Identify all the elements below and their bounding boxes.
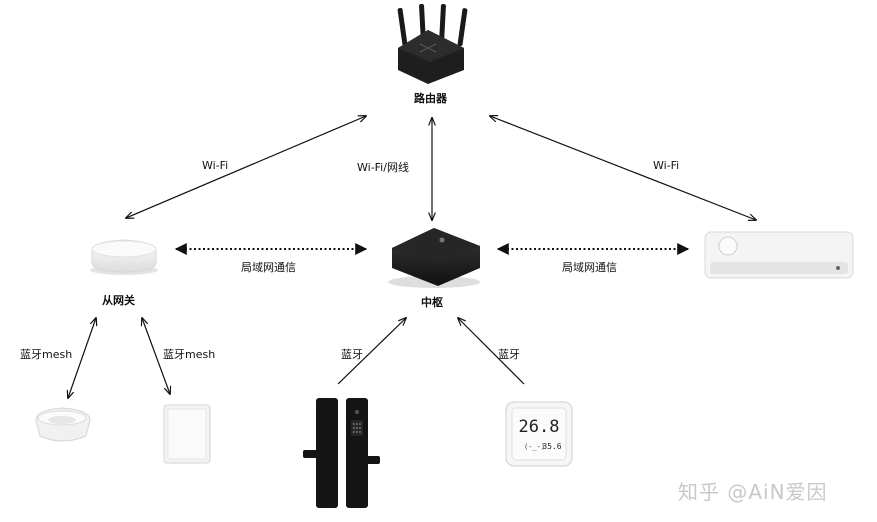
door-lock-icon (303, 398, 380, 508)
router-label: 路由器 (414, 92, 447, 105)
edge-lock-hub (337, 318, 406, 385)
air-conditioner-icon (704, 231, 854, 279)
edge-label-hub-subgateway: 局域网通信 (241, 261, 296, 274)
wall-switch-icon (163, 404, 211, 464)
edge-sensor-hub (458, 318, 525, 385)
edge-router-subgateway (126, 116, 366, 218)
edge-label-router-hub: Wi-Fi/网线 (357, 161, 409, 174)
edge-label-router-aircon: Wi-Fi (653, 159, 680, 172)
sensor-humidity-readout: 35.6 (542, 442, 561, 451)
edge-label-subgateway-switch: 蓝牙mesh (163, 348, 216, 361)
temperature-humidity-sensor-icon: 26.8 (-_-) 35.6 (505, 401, 573, 467)
sub-gateway-label: 从网关 (102, 294, 135, 307)
sensor-temperature-readout: 26.8 (519, 417, 560, 437)
router-icon (397, 3, 468, 84)
edge-subgateway-switch (142, 318, 170, 394)
edge-label-lock-hub: 蓝牙 (341, 348, 363, 361)
edge-label-sensor-hub: 蓝牙 (498, 348, 520, 361)
edge-label-router-subgateway: Wi-Fi (202, 159, 229, 172)
ceiling-light-icon (35, 407, 91, 442)
watermark-text: 知乎 @AiN爱因 (678, 480, 828, 504)
edge-subgateway-light (68, 318, 96, 398)
edge-label-subgateway-light: 蓝牙mesh (20, 348, 73, 361)
edge-router-aircon (490, 116, 756, 220)
svg-text:(-_-): (-_-) (524, 443, 545, 451)
edge-label-hub-aircon: 局域网通信 (562, 261, 617, 274)
hub-icon (388, 228, 480, 288)
hub-label: 中枢 (421, 296, 443, 309)
sub-gateway-icon (90, 239, 158, 275)
